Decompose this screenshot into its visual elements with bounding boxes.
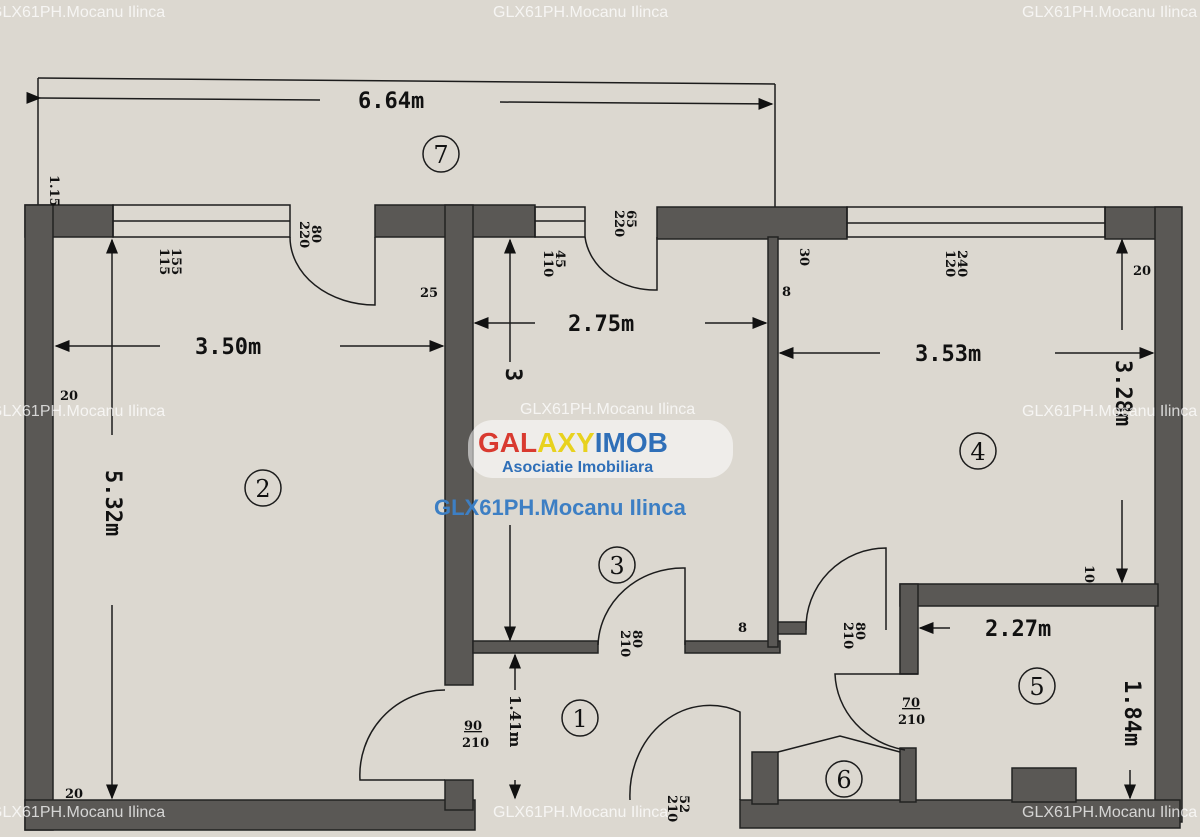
window-room2-h: 115 (156, 248, 171, 275)
balcony-outline (26, 77, 776, 210)
logo-letter: Y (576, 427, 595, 458)
logo-subtitle: Asociatie Imobiliara (502, 459, 653, 476)
watermark-top-center: GLX61PH.Mocanu Ilinca (493, 4, 668, 21)
wall-20-label-right: 20 (1133, 264, 1151, 279)
door-bath-h: 210 (898, 713, 925, 728)
logo-letter: L (520, 427, 537, 458)
room5-length-label: 1.84m (1119, 680, 1144, 746)
wall-25-label: 25 (420, 286, 438, 301)
room-1-number: 1 (572, 705, 587, 733)
entry-door-w: 90 (464, 719, 482, 734)
window-room2-w: 155 (168, 248, 183, 275)
watermark-mid-center: GLX61PH.Mocanu Ilinca (520, 401, 695, 418)
watermark-mid-right: GLX61PH.Mocanu Ilinca (1022, 403, 1197, 420)
room-markers: 7 2 3 4 5 6 1 (244, 135, 1056, 798)
window-room3-h: 110 (540, 250, 555, 277)
watermark-center-agent: GLX61PH.Mocanu Ilinca (434, 495, 687, 520)
room1-dim-label: 1.41m (506, 695, 524, 748)
watermark-top-left: GLX61PH.Mocanu Ilinca (0, 4, 165, 21)
room-6-number: 6 (836, 766, 851, 794)
watermark-bottom-center: GLX61PH.Mocanu Ilinca (493, 804, 668, 821)
room4-width-label: 3.53m (915, 342, 981, 367)
room3-length-label: 3 (500, 368, 525, 381)
room3-width-label: 2.75m (568, 312, 634, 337)
watermark-bottom-left: GLX61PH.Mocanu Ilinca (0, 804, 165, 821)
logo-letter: O (626, 427, 648, 458)
room-2-number: 2 (255, 475, 270, 503)
wall-30-label: 30 (796, 248, 811, 266)
room-4-number: 4 (970, 438, 985, 466)
wall-8-label-top: 8 (782, 285, 791, 300)
logo-letter: I (595, 427, 603, 458)
balcony-door-1-h: 220 (296, 221, 311, 248)
walls (24, 204, 1183, 831)
wall-20-label-left: 20 (60, 389, 78, 404)
logo-letter: A (537, 427, 557, 458)
door-bath-w: 70 (902, 696, 920, 711)
room5-width-label: 2.27m (985, 617, 1051, 642)
wall-8-label-bottom: 8 (738, 621, 747, 636)
balcony-door-2-w: 65 (623, 210, 638, 228)
windows (112, 204, 1106, 238)
door-bottom-h: 210 (664, 795, 679, 822)
watermark-top-right: GLX61PH.Mocanu Ilinca (1022, 4, 1197, 21)
wall-labels: 25 8 8 30 20 20 20 10 (60, 248, 1151, 802)
watermark-bottom-right: GLX61PH.Mocanu Ilinca (1022, 804, 1197, 821)
entry-door-h: 210 (462, 736, 489, 751)
logo-letter: G (478, 427, 500, 458)
wall-10-label: 10 (1081, 565, 1096, 583)
logo-letter: A (500, 427, 520, 458)
overall-width-label: 6.64m (358, 89, 424, 114)
logo-letter: M (603, 427, 626, 458)
window-room3-w: 45 (552, 250, 567, 268)
balcony-door-1-w: 80 (308, 225, 323, 243)
doors (289, 236, 918, 801)
logo-letter: X (557, 427, 576, 458)
balcony-depth-label: 1.15 (46, 175, 61, 207)
window-room4-w: 240 (954, 250, 969, 277)
door-bottom-w: 52 (676, 795, 691, 813)
door-room3-w: 80 (629, 630, 644, 648)
door-room4-w: 80 (852, 622, 867, 640)
watermarks: GLX61PH.Mocanu Ilinca GLX61PH.Mocanu Ili… (0, 4, 1197, 821)
door-room3-h: 210 (617, 630, 632, 657)
room2-width-label: 3.50m (195, 335, 261, 360)
room4-length-label: 3.28m (1110, 360, 1135, 426)
balcony-door-2-h: 220 (611, 210, 626, 237)
room2-length-label: 5.32m (100, 470, 125, 536)
room-5-number: 5 (1029, 673, 1044, 701)
logo-letter: B (648, 427, 668, 458)
watermark-mid-left: GLX61PH.Mocanu Ilinca (0, 403, 165, 420)
door-room4-h: 210 (840, 622, 855, 649)
galaxyimob-logo: GALAXYIMOB (478, 427, 668, 458)
window-room4-h: 120 (942, 250, 957, 277)
room-7-number: 7 (433, 141, 448, 169)
logo-backdrop (468, 420, 733, 478)
room-3-number: 3 (609, 552, 624, 580)
dimension-lines (54, 238, 1155, 800)
wall-20-label-bottom: 20 (65, 787, 83, 802)
